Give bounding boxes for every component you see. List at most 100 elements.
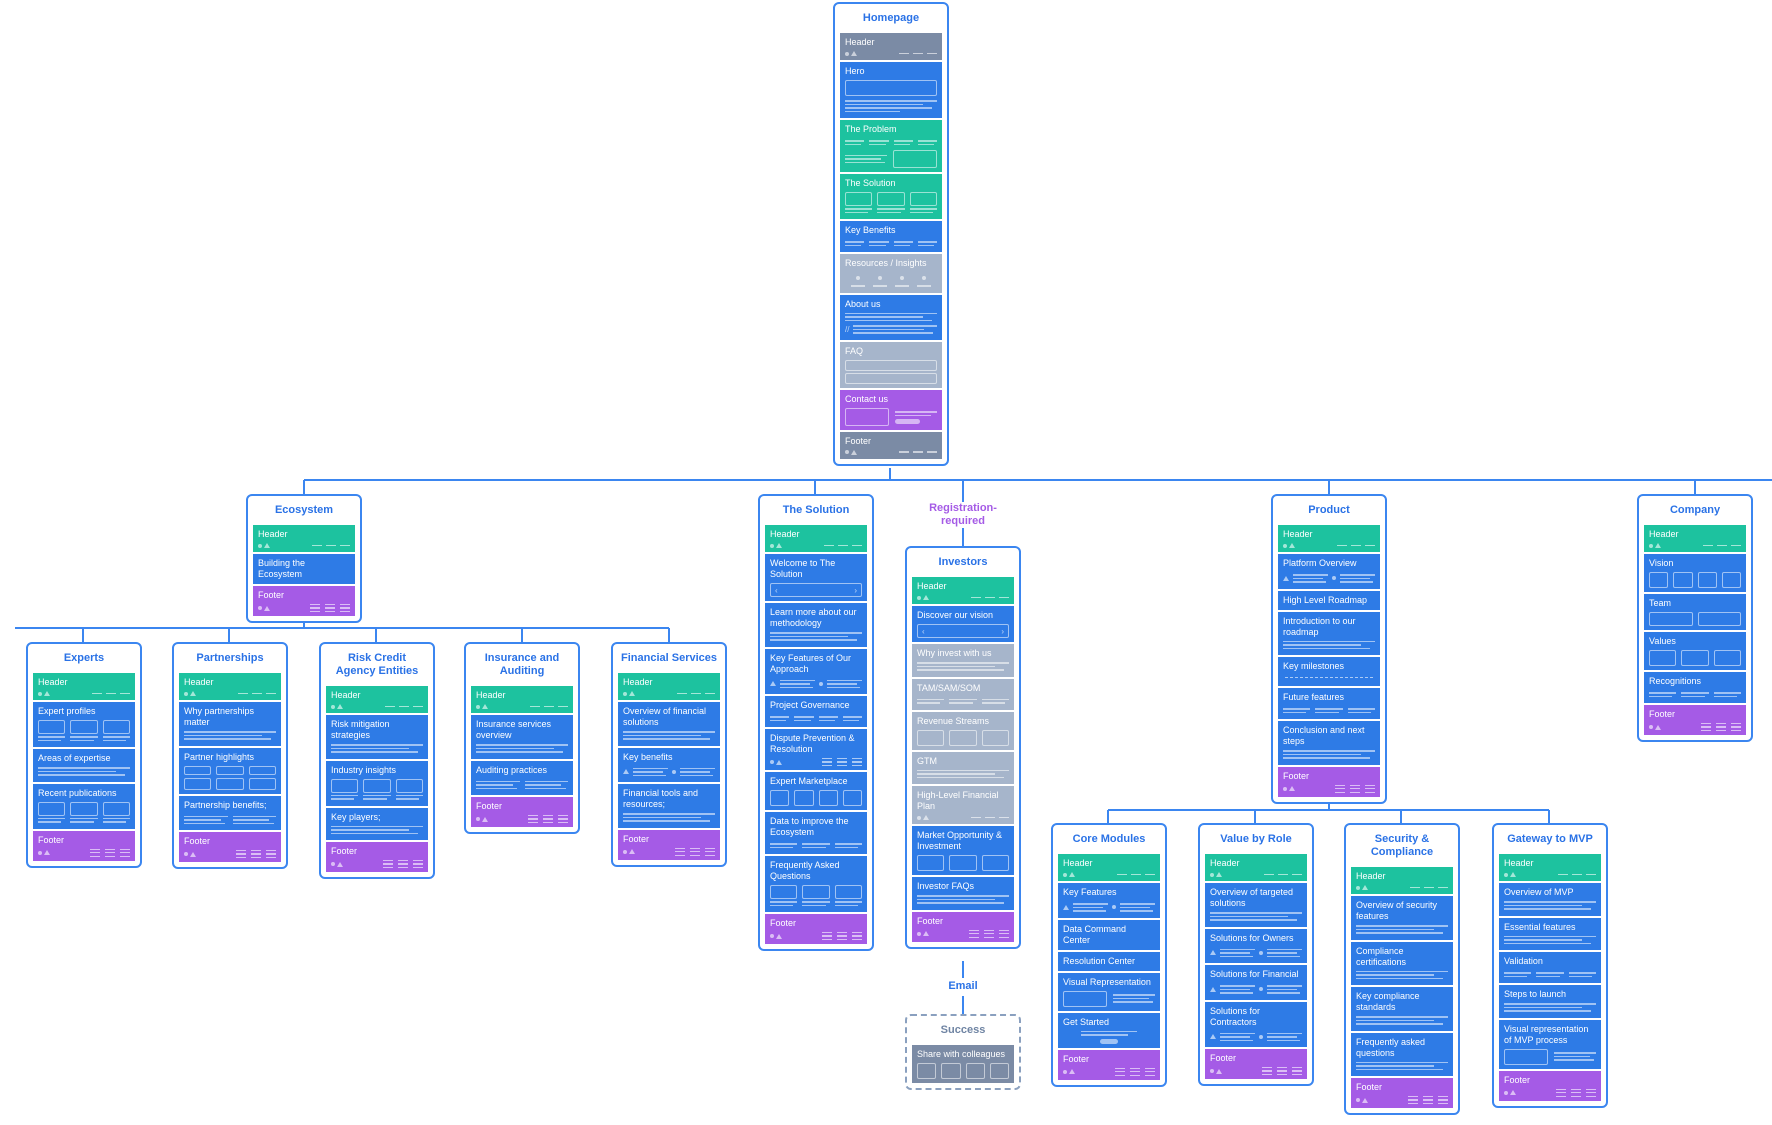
section-resolution-center[interactable]: Resolution Center bbox=[1058, 951, 1160, 971]
section-key-compliance-standards[interactable]: Key compliance standards bbox=[1351, 987, 1453, 1031]
section-header[interactable]: Header bbox=[618, 673, 720, 700]
section-high-level-financial-plan[interactable]: High-Level Financial Plan bbox=[912, 786, 1014, 824]
section-recognitions[interactable]: Recognitions bbox=[1644, 672, 1746, 703]
section-validation[interactable]: Validation bbox=[1499, 952, 1601, 983]
section-solutions-for-financial[interactable]: Solutions for Financial bbox=[1205, 965, 1307, 1000]
section-overview-of-financial-solutions[interactable]: Overview of financial solutions bbox=[618, 702, 720, 746]
section-footer[interactable]: Footer bbox=[33, 830, 135, 861]
section-areas-of-expertise[interactable]: Areas of expertise bbox=[33, 749, 135, 782]
section-solutions-for-owners[interactable]: Solutions for Owners bbox=[1205, 928, 1307, 963]
section-header[interactable]: Header bbox=[471, 686, 573, 713]
section-header[interactable]: Header bbox=[326, 686, 428, 713]
section-auditing-practices[interactable]: Auditing practices bbox=[471, 760, 573, 795]
section-header[interactable]: Header bbox=[1058, 854, 1160, 881]
section-gtm[interactable]: GTM bbox=[912, 751, 1014, 784]
section-future-features[interactable]: Future features bbox=[1278, 688, 1380, 719]
section-header[interactable]: Header bbox=[912, 577, 1014, 604]
section-investor-faqs[interactable]: Investor FAQs bbox=[912, 877, 1014, 910]
section-key-features-of-our-approach[interactable]: Key Features of Our Approach bbox=[765, 648, 867, 694]
section-project-governance[interactable]: Project Governance bbox=[765, 696, 867, 727]
section-footer[interactable]: Footer bbox=[1644, 705, 1746, 735]
section-data-to-improve-the-ecosystem[interactable]: Data to improve the Ecosystem bbox=[765, 812, 867, 854]
section-discover-our-vision[interactable]: Discover our vision‹› bbox=[912, 606, 1014, 642]
section-data-command-center[interactable]: Data Command Center bbox=[1058, 919, 1160, 950]
section-key-milestones[interactable]: Key milestones bbox=[1278, 657, 1380, 686]
section-overview-of-mvp[interactable]: Overview of MVP bbox=[1499, 883, 1601, 916]
section-why-partnerships-matter[interactable]: Why partnerships matter bbox=[179, 702, 281, 746]
section-introduction-to-our-roadmap[interactable]: Introduction to our roadmap bbox=[1278, 611, 1380, 655]
section-frequently-asked-questions[interactable]: Frequently Asked Questions bbox=[765, 856, 867, 912]
section-risk-mitigation-strategies[interactable]: Risk mitigation strategies bbox=[326, 715, 428, 759]
section-welcome-to-the-solution[interactable]: Welcome to The Solution‹› bbox=[765, 554, 867, 601]
section-visual-representation-of-mvp-process[interactable]: Visual representation of MVP process bbox=[1499, 1019, 1601, 1069]
section-essential-features[interactable]: Essential features bbox=[1499, 917, 1601, 950]
section-hero[interactable]: Hero bbox=[840, 62, 942, 118]
section-footer[interactable]: Footer bbox=[179, 832, 281, 862]
section-values[interactable]: Values bbox=[1644, 632, 1746, 670]
section-steps-to-launch[interactable]: Steps to launch bbox=[1499, 985, 1601, 1018]
section-footer[interactable]: Footer bbox=[471, 797, 573, 827]
section-key-benefits[interactable]: Key Benefits bbox=[840, 221, 942, 252]
section-key-benefits[interactable]: Key benefits bbox=[618, 747, 720, 782]
section-footer[interactable]: Footer bbox=[1278, 766, 1380, 797]
section-get-started[interactable]: Get Started bbox=[1058, 1012, 1160, 1048]
section-financial-tools-and-resources[interactable]: Financial tools and resources; bbox=[618, 784, 720, 828]
section-building-the-ecosystem[interactable]: Building the Ecosystem bbox=[253, 554, 355, 584]
section-vision[interactable]: Vision bbox=[1644, 554, 1746, 592]
section-header[interactable]: Header bbox=[1499, 854, 1601, 881]
section-frequently-asked-questions[interactable]: Frequently asked questions bbox=[1351, 1032, 1453, 1076]
section-tam-sam-som[interactable]: TAM/SAM/SOM bbox=[912, 678, 1014, 710]
section-expert-marketplace[interactable]: Expert Marketplace bbox=[765, 772, 867, 810]
section-faq[interactable]: FAQ bbox=[840, 341, 942, 388]
section-header[interactable]: Header bbox=[179, 673, 281, 700]
section-footer[interactable]: Footer bbox=[1351, 1078, 1453, 1108]
section-header[interactable]: Header bbox=[1644, 525, 1746, 552]
section-contact-us[interactable]: Contact us bbox=[840, 389, 942, 430]
section-header[interactable]: Header bbox=[840, 33, 942, 60]
section-recent-publications[interactable]: Recent publications bbox=[33, 783, 135, 829]
section-resources-insights[interactable]: Resources / Insights bbox=[840, 254, 942, 293]
section-footer[interactable]: Footer bbox=[912, 911, 1014, 942]
section-header[interactable]: Header bbox=[1205, 854, 1307, 881]
section-platform-overview[interactable]: Platform Overview bbox=[1278, 554, 1380, 589]
section-why-invest-with-us[interactable]: Why invest with us bbox=[912, 644, 1014, 677]
section-visual-representation[interactable]: Visual Representation bbox=[1058, 972, 1160, 1011]
section-compliance-certifications[interactable]: Compliance certifications bbox=[1351, 941, 1453, 985]
section-revenue-streams[interactable]: Revenue Streams bbox=[912, 711, 1014, 750]
section-solutions-for-contractors[interactable]: Solutions for Contractors bbox=[1205, 1001, 1307, 1047]
section-footer[interactable]: Footer bbox=[1499, 1070, 1601, 1101]
section-market-opportunity-investment[interactable]: Market Opportunity & Investment bbox=[912, 826, 1014, 875]
section-insurance-services-overview[interactable]: Insurance services overview bbox=[471, 715, 573, 759]
section-the-solution[interactable]: The Solution bbox=[840, 174, 942, 219]
section-partner-highlights[interactable]: Partner highlights bbox=[179, 747, 281, 794]
section-footer[interactable]: Footer bbox=[1205, 1049, 1307, 1079]
section-footer[interactable]: Footer bbox=[1058, 1049, 1160, 1080]
section-expert-profiles[interactable]: Expert profiles bbox=[33, 702, 135, 747]
section-header[interactable]: Header bbox=[33, 673, 135, 700]
section-share-with-colleagues[interactable]: Share with colleagues bbox=[912, 1045, 1014, 1083]
section-overview-of-security-features[interactable]: Overview of security features bbox=[1351, 896, 1453, 940]
section-the-problem[interactable]: The Problem bbox=[840, 120, 942, 172]
section-footer[interactable]: Footer bbox=[326, 842, 428, 872]
section-header[interactable]: Header bbox=[1351, 867, 1453, 894]
section-header[interactable]: Header bbox=[765, 525, 867, 552]
section-industry-insights[interactable]: Industry insights bbox=[326, 760, 428, 806]
section-footer[interactable]: Footer bbox=[618, 829, 720, 860]
section-learn-more-about-our-methodology[interactable]: Learn more about our methodology bbox=[765, 603, 867, 647]
section-conclusion-and-next-steps[interactable]: Conclusion and next steps bbox=[1278, 721, 1380, 765]
